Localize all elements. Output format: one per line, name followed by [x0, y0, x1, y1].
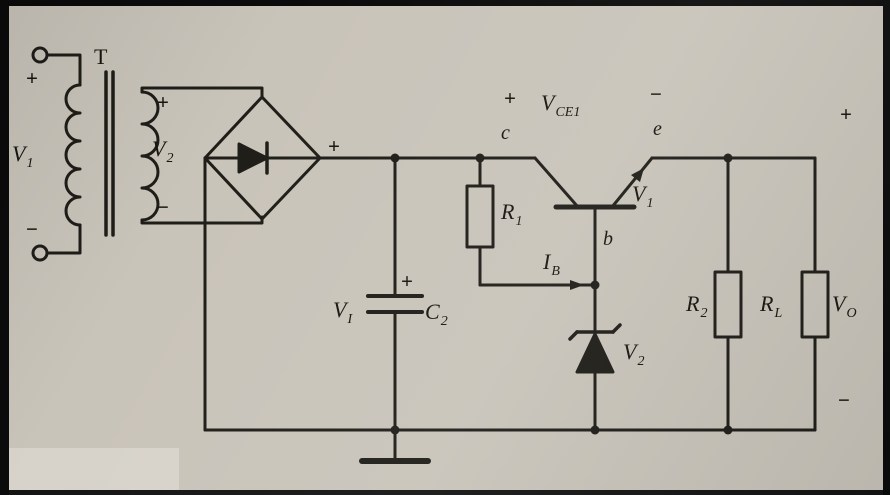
- transformer: [31, 46, 264, 262]
- wires: [203, 156, 817, 432]
- primary-terminal-top: [31, 46, 49, 64]
- rl-body: [800, 270, 830, 339]
- filter-capacitor-c2: [366, 156, 424, 432]
- output-minus-sign: −: [838, 388, 850, 412]
- resistor-r2: [713, 156, 743, 432]
- bridge-diode-triangle: [237, 142, 269, 174]
- resistor-r1: [465, 156, 597, 290]
- resistor-rl: [800, 270, 830, 339]
- scan-artifact: [9, 448, 179, 490]
- junction-dot: [723, 153, 733, 163]
- junction-dot: [590, 280, 600, 290]
- zener-tail-left: [568, 330, 579, 341]
- label-vi: VI: [333, 297, 353, 327]
- primary-terminal-bottom: [31, 244, 49, 262]
- junction-dot: [723, 425, 733, 435]
- label-r1: R1: [501, 199, 523, 229]
- junction-dot: [390, 153, 400, 163]
- r2-body: [713, 270, 743, 339]
- label-vo: VO: [832, 291, 857, 321]
- bridge-plus-sign: +: [328, 134, 340, 158]
- emitter-lead: [610, 156, 654, 209]
- label-r2: R2: [686, 291, 708, 321]
- label-collector: c: [501, 122, 510, 144]
- vce-minus-sign: −: [650, 82, 662, 106]
- transistor-v1: [533, 156, 654, 336]
- r1-body: [465, 184, 495, 249]
- zener-tail-right: [611, 323, 622, 334]
- label-rl: RL: [760, 291, 783, 321]
- primary-plus-sign: +: [26, 66, 38, 90]
- ib-current-arrow: [570, 280, 584, 290]
- ground-symbol: [359, 428, 431, 464]
- secondary-lead-top: [140, 86, 264, 100]
- output-plus-sign: +: [840, 102, 852, 126]
- vce-plus-sign: +: [504, 86, 516, 110]
- label-vce1: VCE1: [541, 90, 581, 120]
- zener-diode-v2: [568, 323, 622, 432]
- cap-plus-sign: +: [401, 269, 413, 293]
- collector-lead: [533, 156, 580, 209]
- secondary-plus-sign: +: [157, 90, 169, 114]
- secondary-minus-sign: −: [157, 195, 169, 219]
- bridge-diamond: [203, 95, 322, 221]
- junction-dot: [590, 425, 600, 435]
- label-ib: IB: [543, 249, 560, 279]
- zener-triangle: [575, 332, 615, 374]
- label-base: b: [603, 228, 613, 250]
- label-v2-secondary: V2: [152, 136, 174, 166]
- label-v1-transistor: V1: [632, 181, 654, 211]
- label-c2: C2: [425, 299, 448, 329]
- junction-dot: [475, 153, 485, 163]
- emitter-arrow: [631, 168, 644, 182]
- junction-dot: [390, 425, 400, 435]
- label-v2-zener: V2: [623, 339, 645, 369]
- label-v1-primary: V1: [12, 141, 34, 171]
- primary-coil: [64, 83, 82, 227]
- secondary-coil: [140, 90, 160, 222]
- primary-minus-sign: −: [26, 217, 38, 241]
- label-transformer-t: T: [94, 44, 108, 69]
- primary-lead-bottom: [45, 223, 82, 255]
- label-emitter: e: [653, 118, 662, 140]
- junction-dots: [390, 153, 733, 435]
- bridge-rectifier: [203, 95, 322, 221]
- primary-lead-top: [45, 53, 82, 87]
